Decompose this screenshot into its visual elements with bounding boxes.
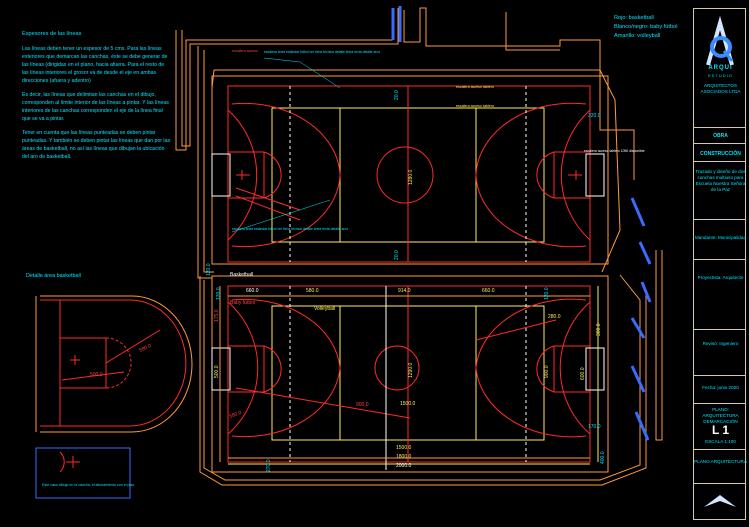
field-fecha: Fecha: junio 2020 <box>702 385 739 390</box>
dim-b-misc-4: 900.0 <box>356 402 369 408</box>
detail-dim-1: 580.0 <box>138 343 152 354</box>
court-bottom <box>211 275 609 473</box>
dim-b-top-4: 580.0 <box>306 288 319 294</box>
logo-text: ARQUI <box>708 65 733 71</box>
notes-paragraph-3: Tener en cuenta que las líneas punteadas… <box>22 130 171 161</box>
dim-top-2: 20.0 <box>394 250 400 260</box>
dim-b-bot-1: 1500.0 <box>396 445 412 451</box>
dim-b-misc-6: 280.0 <box>548 314 561 320</box>
dim-b-side-5: 300.0 <box>596 323 602 336</box>
dim-b-top-2: 914.0 <box>398 288 411 294</box>
dim-b-top-1: 660.0 <box>246 288 259 294</box>
building-walls <box>391 6 652 441</box>
dim-b-bot-2: 1800.0 <box>396 454 412 460</box>
dim-b-side-3: 900.0 <box>544 365 550 378</box>
dim-b-misc-7: 400.0 <box>600 451 606 464</box>
dim-b-misc-8: 270.0 <box>266 459 272 472</box>
company-name: ARQUITECTOS ASOCIADOS LTDA <box>700 83 741 94</box>
detail-dim-2: 500.0 <box>90 372 103 378</box>
title-block: ARQUI ESTUDIO ARQUITECTOS ASOCIADOS LTDA… <box>693 8 747 520</box>
company-logo-icon <box>706 15 734 66</box>
dim-top-1: 20.0 <box>394 90 400 100</box>
label-volleyball: Volleyball <box>314 306 335 312</box>
sheet-footer: PLANO ARQUITECTURA <box>694 459 747 464</box>
dim-b-misc-5: 1500.0 <box>400 401 416 407</box>
dim-b-bot-3: 2000.0 <box>396 463 412 469</box>
color-legend: Rojo: basketball Blanco/negro: baby fútb… <box>614 14 677 41</box>
dim-b-side-4: 600.0 <box>580 367 586 380</box>
line-thickness-notes: Espesores de las líneas Las líneas deben… <box>22 30 172 167</box>
dim-b-misc-1: 120.0 <box>216 287 222 300</box>
label-basketball: Basketball <box>230 272 253 278</box>
annot-top-3: escalera acceso tablero <box>456 104 494 108</box>
dim-b-misc-3: 175.0 <box>214 309 220 322</box>
field-reviso: Revisó: Ingeniero <box>702 341 739 346</box>
leader-lines <box>231 57 341 233</box>
logo-subtext: ESTUDIO <box>708 73 733 78</box>
court-bottom-text: Basketball Baby fútbol Volleyball 660.0 … <box>214 272 606 472</box>
notes-title: Espesores de las líneas <box>22 31 82 37</box>
project-description: Trazado y diseño de dos canchas multiuso… <box>695 169 746 192</box>
sheet-scale: ESCALA 1:100 <box>705 439 736 444</box>
dim-top-3: 1280.0 <box>408 169 414 185</box>
annot-top-1: escalera acceso <box>232 49 258 53</box>
field-proyectista: Proyectista: Arquitecto <box>697 275 744 280</box>
notes-paragraph-1: Las líneas deben tener un espesor de 5 c… <box>22 45 168 84</box>
dim-b-side-1: 500.0 <box>214 365 220 378</box>
sheet-number: L 1 <box>711 423 730 437</box>
legend-item-babyfutbol: Blanco/negro: baby fútbol <box>614 23 678 30</box>
dim-left-top: 120.0 <box>206 263 212 276</box>
dim-b-misc-10: 580.0 <box>229 410 243 420</box>
detail-basketball-area <box>35 295 193 499</box>
annot-center: escalera línea estándar fútbol ver ficha… <box>264 50 380 54</box>
legend-item-basketball: Rojo: basketball <box>614 15 654 21</box>
detail-box-note: Este caso dibujo en la cancha, el alinea… <box>42 483 134 487</box>
label-babyfutbol: Baby fútbol <box>230 300 255 306</box>
court-top <box>211 75 609 265</box>
obra-value: CONSTRUCCIÓN <box>700 151 741 157</box>
field-mandante: Mandante: Municipalidad <box>694 235 747 240</box>
sheet-label: PLANO: ARQUITECTURA DEMARCACIÓN <box>702 407 739 424</box>
footer-logo-icon <box>704 495 736 507</box>
court-top-dims: 20.0 20.0 1280.0 320.0 120.0 escalera ac… <box>206 49 645 276</box>
annot-side: escalera acceso tablero 1050 disponible <box>584 149 645 153</box>
dim-b-top-3: 660.0 <box>482 288 495 294</box>
detail-title: Detalle área basketball <box>26 273 81 279</box>
dim-right-top: 320.0 <box>588 113 601 119</box>
annot-leader: escalera línea estándar fútbol ver ficha… <box>232 227 348 231</box>
dim-b-misc-2: 120.0 <box>544 287 550 300</box>
obra-label: OBRA <box>713 133 728 139</box>
dim-b-misc-9: 170.0 <box>588 424 601 430</box>
legend-item-volleyball: Amarillo: volleyball <box>614 32 661 39</box>
annot-top-2: escalera acceso tablero <box>456 85 494 89</box>
notes-paragraph-2: Es decir, las líneas que delimitan las c… <box>22 91 169 123</box>
dim-b-side-2: 1290.0 <box>408 362 414 378</box>
